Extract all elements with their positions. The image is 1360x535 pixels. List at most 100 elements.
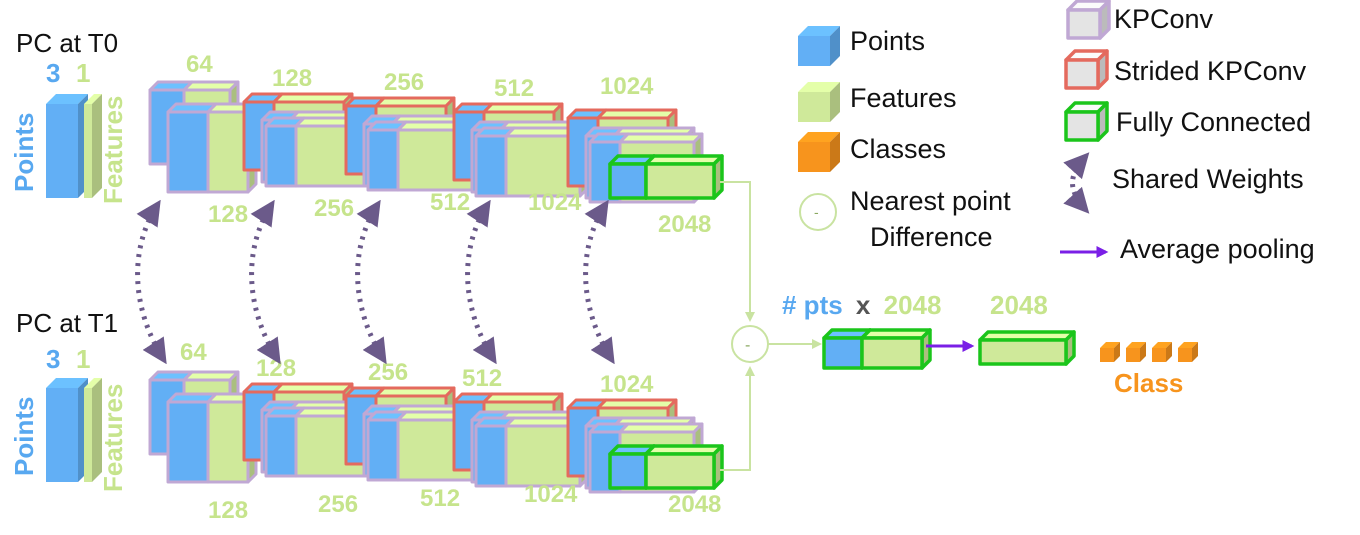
branch-t0: PC at T0 3 1 Points Features 64 128 256 … <box>9 28 724 238</box>
connector-top <box>720 181 755 322</box>
input-block <box>46 94 102 198</box>
merged-fc-block <box>822 328 932 370</box>
class-label: Class <box>1114 368 1183 398</box>
dim-label: 2048 <box>658 211 711 238</box>
fc-swatch-cube <box>1064 101 1109 142</box>
input-points-cube <box>46 378 88 482</box>
legend-fc-swatch <box>1064 101 1109 142</box>
top-dim-labels: 64 128 256 512 1024 <box>180 339 654 398</box>
shared-weights-arrow <box>583 199 615 365</box>
dim-label: 128 <box>208 497 248 524</box>
legend-nearest-line2: Difference <box>870 222 993 252</box>
top-dim-labels: 64 128 256 512 1024 <box>186 51 654 102</box>
merged-dim-label: # pts x 2048 <box>782 290 941 320</box>
legend-classes-swatch <box>798 132 840 172</box>
dim-label: 512 <box>420 485 460 512</box>
features-slab <box>860 328 932 370</box>
branch-t1: PC at T1 3 1 Points Features 64 128 256 … <box>9 308 724 524</box>
branch-title: PC at T0 <box>16 28 118 58</box>
shared-weights-arrow <box>355 199 387 365</box>
dim-label: 1024 <box>528 189 582 216</box>
legend-features-swatch <box>798 82 840 122</box>
input-features-label: Features <box>98 384 128 492</box>
dim-label: 256 <box>314 195 354 222</box>
difference-symbol: - <box>745 337 750 354</box>
input-points-cube <box>46 94 88 198</box>
legend-fc-label: Fully Connected <box>1116 107 1311 137</box>
times-symbol: x <box>856 290 871 320</box>
legend-strided-label: Strided KPConv <box>1114 56 1307 86</box>
legend-points-label: Points <box>850 26 925 56</box>
legend-shared-weights-label: Shared Weights <box>1112 164 1304 194</box>
input-features-dim: 1 <box>76 58 90 88</box>
pooled-dim-label: 2048 <box>990 290 1048 320</box>
dim-label: 128 <box>208 201 248 228</box>
dim-label: 512 <box>494 75 534 102</box>
legend-kpconv-label: KPConv <box>1114 4 1214 34</box>
merge-section: - # pts x 2048 2048 Class <box>720 181 1198 471</box>
dim-label: 256 <box>384 69 424 96</box>
features-swatch-cube <box>798 82 840 122</box>
input-features-cube <box>84 378 102 482</box>
shared-weights-arrow <box>249 199 281 365</box>
pooled-fc-block <box>978 330 1076 366</box>
legend-strided-swatch <box>1064 49 1109 90</box>
legend-nearest-minus: - <box>814 204 819 220</box>
pts-dim: 2048 <box>884 290 942 320</box>
features-slab <box>644 444 724 490</box>
legend-points-swatch <box>798 26 840 66</box>
input-points-label: Points <box>9 113 39 192</box>
class-cube <box>1178 342 1198 362</box>
fully-connected-block <box>608 444 724 490</box>
legend-classes-label: Classes <box>850 134 946 164</box>
classes-swatch-cube <box>798 132 840 172</box>
layer-stack <box>148 80 724 204</box>
input-features-cube <box>84 94 102 198</box>
features-slab <box>644 154 724 200</box>
input-features-dim: 1 <box>76 344 90 374</box>
input-points-dim: 3 <box>46 58 60 88</box>
input-points-dim: 3 <box>46 344 60 374</box>
legend-shared-weights-icon <box>1063 152 1090 214</box>
dim-label: 128 <box>272 65 312 92</box>
bottom-dim-labels: 128 256 512 1024 2048 <box>208 189 711 238</box>
input-points-label: Points <box>9 397 39 476</box>
fully-connected-block <box>608 154 724 200</box>
fc-block <box>978 330 1076 366</box>
input-features-label: Features <box>98 96 128 204</box>
dim-label: 512 <box>462 365 502 392</box>
layer-stack <box>148 370 724 494</box>
legend-nearest-line1: Nearest point <box>850 186 1011 216</box>
dim-label: 1024 <box>524 481 578 508</box>
class-cube <box>1126 342 1146 362</box>
shared-weights-arrow <box>135 199 167 365</box>
connector-bottom <box>720 366 755 471</box>
pts-label: # pts <box>782 290 843 320</box>
legend: Points Features Classes - Nearest point … <box>798 0 1315 264</box>
dim-label: 1024 <box>600 371 654 398</box>
strided-swatch-cube <box>1064 49 1109 90</box>
dim-label: 64 <box>186 51 213 78</box>
input-block <box>46 378 102 482</box>
kpconv-swatch-cube <box>1066 0 1111 40</box>
legend-average-pooling-label: Average pooling <box>1120 234 1315 264</box>
class-cube <box>1152 342 1172 362</box>
class-cubes <box>1100 342 1198 362</box>
legend-features-label: Features <box>850 83 957 113</box>
points-swatch-cube <box>798 26 840 66</box>
fc-block <box>822 328 932 370</box>
dim-label: 256 <box>318 491 358 518</box>
legend-nearest-symbol <box>799 193 837 231</box>
dim-label: 64 <box>180 339 207 366</box>
dim-label: 256 <box>368 359 408 386</box>
bottom-dim-labels: 128 256 512 1024 2048 <box>208 481 721 524</box>
shared-weights-arrow <box>465 199 497 365</box>
legend-kpconv-swatch <box>1066 0 1111 40</box>
class-cube <box>1100 342 1120 362</box>
shared-weight-arrows <box>135 199 615 365</box>
dim-label: 512 <box>430 189 470 216</box>
dim-label: 2048 <box>668 491 721 518</box>
dim-label: 1024 <box>600 73 654 100</box>
branch-title: PC at T1 <box>16 308 118 338</box>
